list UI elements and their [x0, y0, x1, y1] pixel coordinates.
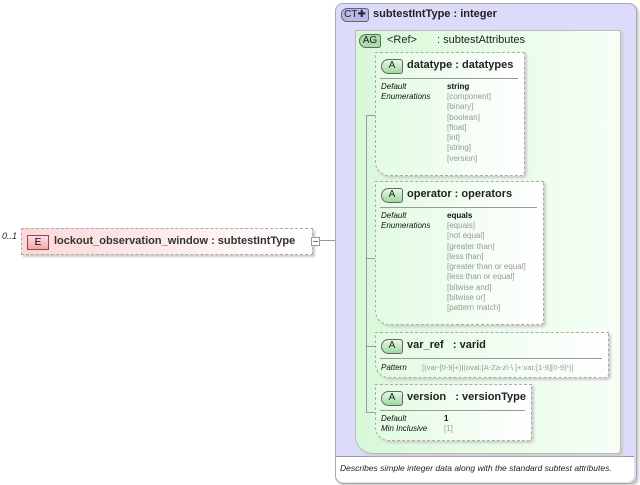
- facet-label: Enumerations: [381, 92, 431, 101]
- collapse-toggle-icon[interactable]: [311, 237, 320, 246]
- attribute-group-badge: AG: [359, 34, 381, 48]
- enum-value: [less than or equal]: [447, 272, 515, 282]
- enum-value: [bitwise and]: [447, 282, 492, 292]
- attribute-var-ref[interactable]: A var_ref : varid Pattern [(var-[0-9]+)|…: [375, 332, 609, 378]
- complex-type-description: Describes simple integer data along with…: [340, 463, 612, 473]
- complex-type-badge: CT✚: [341, 8, 369, 22]
- enum-value: [version]: [447, 153, 478, 163]
- pattern-value: [(var-[0-9]+)|(oval:[A-Za-z\-\.]+:var:[1…: [422, 363, 574, 372]
- enum-value: [binary]: [447, 102, 474, 112]
- attribute-operator[interactable]: A operator : operators Default Enumerati…: [375, 181, 544, 325]
- attribute-name: version : versionType: [407, 391, 527, 403]
- facet-label: Min Inclusive: [381, 424, 428, 433]
- default-label: Default: [381, 82, 407, 91]
- default-value: 1: [444, 414, 449, 423]
- element-name: lockout_observation_window : subtestIntT…: [54, 235, 296, 247]
- complex-type-title: subtestIntType : integer: [373, 8, 497, 20]
- enum-value: [not equal]: [447, 231, 485, 241]
- enum-value: [string]: [447, 143, 472, 153]
- default-value: equals: [447, 211, 473, 220]
- attribute-badge: A: [381, 339, 403, 354]
- attribute-name: datatype : datatypes: [407, 59, 514, 71]
- enum-value: [equals]: [447, 221, 476, 230]
- enum-value: [boolean]: [447, 112, 480, 122]
- element-node[interactable]: E lockout_observation_window : subtestIn…: [21, 228, 313, 255]
- enum-value: [greater than]: [447, 241, 495, 251]
- attribute-name: var_ref : varid: [407, 339, 486, 351]
- enum-value: [pattern match]: [447, 303, 501, 313]
- attribute-badge: A: [381, 391, 403, 406]
- enum-value: [float]: [447, 122, 467, 132]
- enum-value: [less than]: [447, 251, 484, 261]
- enum-value: [greater than or equal]: [447, 262, 526, 272]
- min-inclusive-value: [1]: [444, 424, 453, 433]
- default-value: string: [447, 82, 470, 91]
- facet-label: Pattern: [381, 363, 407, 372]
- attribute-name: operator : operators: [407, 188, 513, 200]
- attribute-badge: A: [381, 188, 403, 203]
- attribute-group-ref: <Ref>: [387, 34, 417, 46]
- default-label: Default: [381, 211, 407, 220]
- occurrence-label: 0..1: [2, 231, 18, 241]
- attribute-version[interactable]: A version : versionType Default Min Incl…: [375, 384, 532, 441]
- attribute-badge: A: [381, 59, 403, 74]
- enum-value: [int]: [447, 133, 460, 143]
- default-label: Default: [381, 414, 407, 423]
- facet-label: Enumerations: [381, 221, 431, 230]
- enum-value: [component]: [447, 92, 492, 101]
- attribute-datatype[interactable]: A datatype : datatypes Default Enumerati…: [375, 52, 525, 176]
- element-badge: E: [27, 235, 49, 250]
- tree-line: [366, 115, 367, 412]
- attribute-group-name: : subtestAttributes: [437, 34, 526, 46]
- enum-value: [bitwise or]: [447, 293, 486, 303]
